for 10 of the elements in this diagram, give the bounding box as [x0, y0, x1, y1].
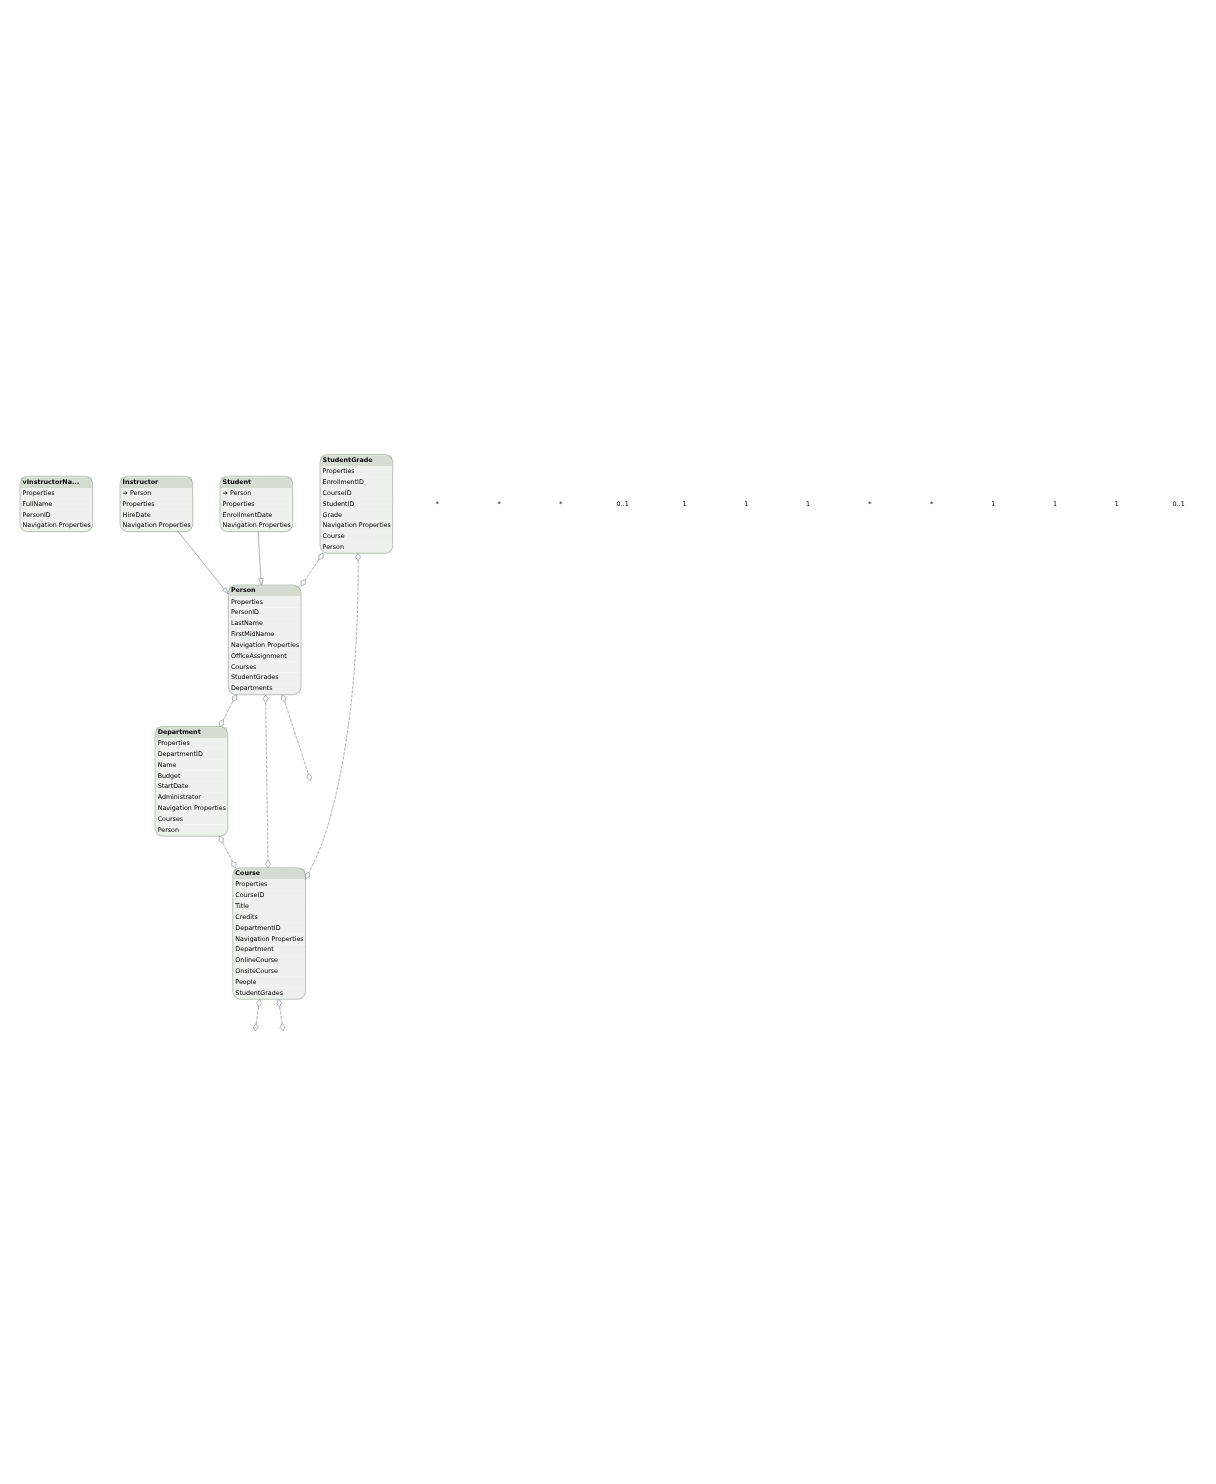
- connector: [304, 552, 361, 879]
- connector: [262, 693, 271, 868]
- connector: [300, 552, 324, 586]
- connector: [284, 700, 309, 773]
- connector: [255, 997, 262, 1023]
- arrow: [177, 530, 229, 594]
- connector: [218, 834, 237, 868]
- arrow: [257, 530, 264, 585]
- connector: [219, 693, 238, 726]
- connector: [276, 997, 283, 1023]
